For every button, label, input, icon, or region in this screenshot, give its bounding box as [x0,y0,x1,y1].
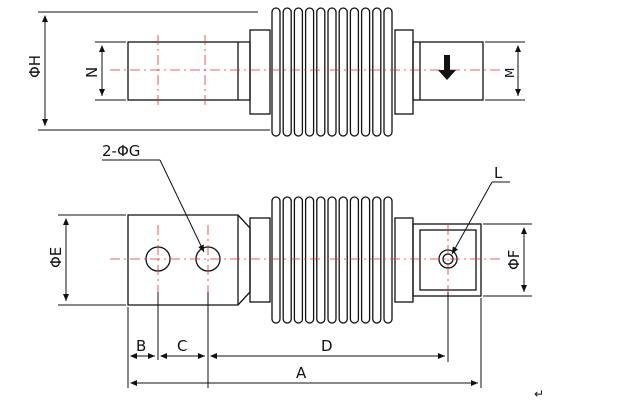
top-collar-left [249,29,271,115]
return-mark: ↵ [534,387,544,401]
label-n: N [83,67,101,78]
bellows-rib [304,196,315,324]
label-l: L [494,164,503,182]
label-phi-h: ΦH [26,55,44,78]
label-c: C [177,337,187,355]
bellows-rib [327,7,337,137]
top-collar-right [394,29,414,115]
bellows-rib [304,7,315,137]
bellows-rib [372,196,382,324]
top-neck [238,41,251,101]
bellows-rib [383,196,393,324]
top-bellows [271,7,393,137]
label-m: M [503,68,517,78]
bottom-bellows [271,196,393,324]
bellows-rib [360,196,371,324]
bottom-center-lines [110,225,500,295]
bellows-rib [383,7,393,137]
bellows-rib [271,196,281,324]
top-view [127,7,484,137]
top-left-block [127,41,239,101]
label-a: A [296,364,307,382]
bellows-rib [282,7,292,137]
label-d: D [321,337,333,355]
bellows-rib [282,196,292,324]
label-phi-f: ΦF [505,250,523,270]
down-arrow-icon [438,55,456,80]
bellows-rib [327,196,337,324]
bellows-rib [360,7,371,137]
bellows-rib [293,7,304,137]
bellows-rib [349,196,360,324]
bottom-collar-right [394,217,414,303]
bottom-view [127,196,482,324]
bellows-rib [316,7,326,137]
bellows-rib [338,7,348,137]
leader-l [451,181,493,255]
bellows-rib [349,7,360,137]
bellows-rib [372,7,382,137]
bellows-rib [338,196,348,324]
leader-g [159,159,205,253]
top-right-block [412,41,484,101]
top-center-lines [110,35,500,105]
bottom-collar-left [249,217,271,303]
label-2-phi-g: 2-ΦG [102,142,140,160]
bellows-rib [316,196,326,324]
label-b: B [136,337,146,355]
bottom-right-block [412,223,482,297]
bellows-rib [271,7,281,137]
label-phi-e: ΦE [47,247,65,268]
bellows-rib [293,196,304,324]
